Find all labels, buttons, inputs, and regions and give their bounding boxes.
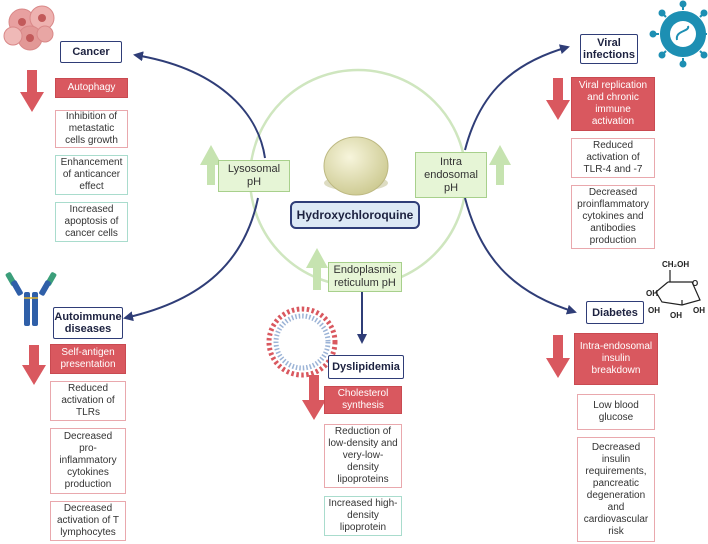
autoimmune-decreased-box: Self-antigen presentation <box>50 344 126 374</box>
intra-endosomal-ph-label: Intra endosomal pH <box>415 152 487 198</box>
glucose-o-label: O <box>692 279 698 288</box>
glucose-structure-icon <box>655 270 701 306</box>
viral-title: Viral infections <box>580 34 638 64</box>
diabetes-effect-2: Decreased insulin requirements, pancreat… <box>577 437 655 542</box>
glucose-oh-label: OH <box>648 306 660 315</box>
glucose-oh-label: OH <box>670 311 682 320</box>
viral-effect-2: Decreased proinflammatory cytokines and … <box>571 185 655 249</box>
arrow-to-diabetes <box>464 197 577 315</box>
red-down-arrow-icon <box>22 345 46 385</box>
autoimmune-effect-1: Reduced activation of TLRs <box>50 381 126 421</box>
cancer-effect-3: Increased apoptosis of cancer cells <box>55 202 128 242</box>
arrow-to-cancer <box>133 51 266 159</box>
glucose-ch2oh-label: CH₂OH <box>662 260 689 269</box>
dyslipidemia-effect-1: Reduction of low-density and very-low-de… <box>324 424 402 488</box>
autoimmune-effect-2: Decreased pro-inflammatory cytokines pro… <box>50 428 126 494</box>
diabetes-title: Diabetes <box>586 301 644 324</box>
lysosomal-ph-label: Lysosomal pH <box>218 160 290 192</box>
viral-effect-1: Reduced activation of TLR-4 and -7 <box>571 138 655 178</box>
hcq-pill-icon <box>323 136 389 196</box>
red-down-arrow-icon <box>20 70 44 112</box>
green-up-arrow-icon <box>489 145 511 185</box>
cancer-title: Cancer <box>60 41 122 63</box>
cancer-cells-icon <box>3 5 55 51</box>
autoimmune-title: Autoimmune diseases <box>53 307 123 339</box>
arrow-to-viral <box>464 44 570 151</box>
autoimmune-effect-3: Decreased activation of T lymphocytes <box>50 501 126 541</box>
arrow-to-autoimmune <box>123 197 259 322</box>
cancer-effect-2: Enhancement of anticancer effect <box>55 155 128 195</box>
green-up-arrow-icon <box>306 248 328 290</box>
antibody-icon <box>5 272 57 326</box>
red-down-arrow-icon <box>546 335 570 378</box>
dyslipidemia-effect-2: Increased high-density lipoprotein <box>324 496 402 536</box>
lipoprotein-icon <box>266 306 338 378</box>
virus-icon <box>649 0 708 68</box>
viral-decreased-box: Viral replication and chronic immune act… <box>571 77 655 131</box>
green-up-arrow-icon <box>200 145 222 185</box>
red-down-arrow-icon <box>546 78 570 120</box>
dyslipidemia-decreased-box: Cholesterol synthesis <box>324 386 402 414</box>
diabetes-decreased-box: Intra-endosomal insulin breakdown <box>574 333 658 385</box>
cancer-effect-1: Inhibition of metastatic cells growth <box>55 110 128 148</box>
diabetes-effect-1: Low blood glucose <box>577 394 655 430</box>
dyslipidemia-title: Dyslipidemia <box>328 355 404 379</box>
hcq-title: Hydroxychloroquine <box>290 201 420 229</box>
red-down-arrow-icon <box>302 375 326 420</box>
glucose-oh-label: OH <box>646 289 658 298</box>
glucose-oh-label: OH <box>693 306 705 315</box>
endoplasmic-ph-label: Endoplasmic reticulum pH <box>328 262 402 292</box>
cancer-autophagy-box: Autophagy <box>55 78 128 98</box>
